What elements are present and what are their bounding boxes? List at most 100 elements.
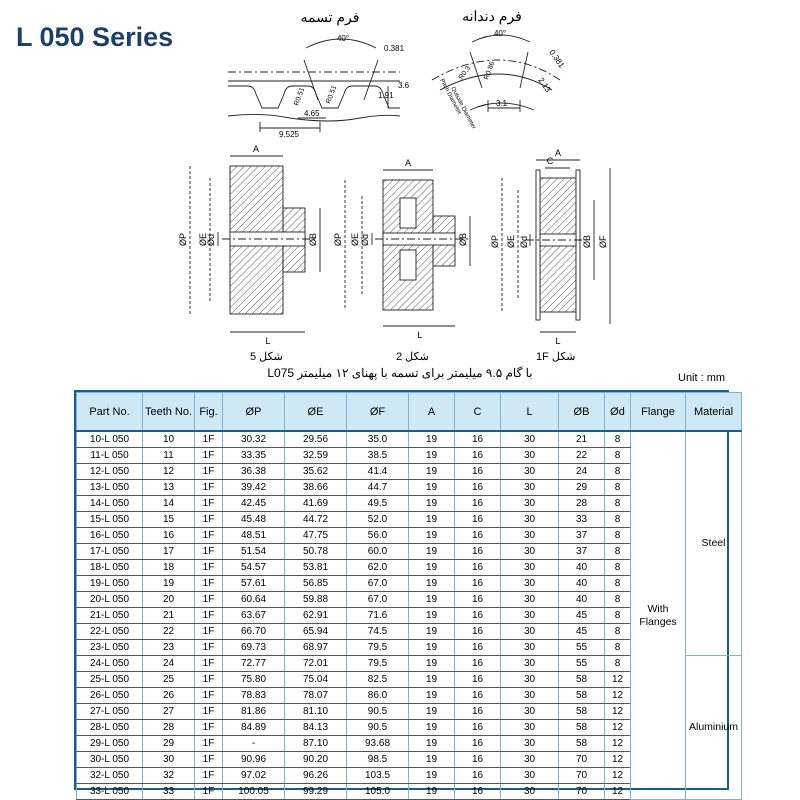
table-cell: 1F <box>194 687 223 704</box>
table-cell: 16 <box>454 463 501 480</box>
table-cell: 30 <box>500 591 559 608</box>
table-cell: 33-L 050 <box>76 783 143 800</box>
table-cell: 27 <box>142 703 195 720</box>
table-cell: 19 <box>408 719 455 736</box>
fig2-A-label: A <box>405 158 411 168</box>
table-cell: 20-L 050 <box>76 591 143 608</box>
table-cell: 17-L 050 <box>76 543 143 560</box>
table-cell: 87.10 <box>284 735 347 752</box>
fig5-E-label: ØE <box>198 233 208 246</box>
table-cell: 93.68 <box>346 735 409 752</box>
table-cell: 30 <box>500 639 559 656</box>
table-cell: 33 <box>558 511 605 528</box>
fig1f-B-label: ØB <box>582 235 592 248</box>
table-cell: 19 <box>408 447 455 464</box>
material-steel-cell: Steel <box>685 431 742 656</box>
table-cell: 90.5 <box>346 719 409 736</box>
table-cell: 1F <box>194 543 223 560</box>
table-cell: 49.5 <box>346 495 409 512</box>
table-cell: 42.45 <box>222 495 285 512</box>
tooth-213-label: 2.13 <box>536 76 553 94</box>
table-cell: 8 <box>604 447 631 464</box>
table-cell: 16 <box>454 671 501 688</box>
table-cell: 75.80 <box>222 671 285 688</box>
tooth-r03-label: R0.3 <box>458 65 472 81</box>
table-cell: 10 <box>142 431 195 448</box>
table-cell: 16-L 050 <box>76 527 143 544</box>
table-cell: 12 <box>604 719 631 736</box>
table-cell: 8 <box>604 543 631 560</box>
table-cell: 82.5 <box>346 671 409 688</box>
table-cell: 8 <box>604 527 631 544</box>
table-cell: 86.0 <box>346 687 409 704</box>
table-cell: 16 <box>454 431 501 448</box>
table-cell: 37 <box>558 527 605 544</box>
table-cell: 16 <box>454 607 501 624</box>
table-cell: 1F <box>194 495 223 512</box>
table-cell: 51.54 <box>222 543 285 560</box>
table-cell: 16 <box>454 575 501 592</box>
table-cell: 30 <box>500 511 559 528</box>
fig5-d-label: Ød <box>206 234 216 246</box>
table-cell: 81.10 <box>284 703 347 720</box>
page-title: L 050 Series <box>16 22 174 52</box>
tooth-form-diagram <box>431 34 561 112</box>
table-cell: 16 <box>454 783 501 800</box>
table-cell: 8 <box>604 463 631 480</box>
table-cell: 22-L 050 <box>76 623 143 640</box>
table-cell: 19 <box>408 511 455 528</box>
table-cell: 24 <box>558 463 605 480</box>
table-cell: 16 <box>454 527 501 544</box>
fig5-L-label: L <box>265 336 270 346</box>
table-cell: 16 <box>454 495 501 512</box>
fig2-E-label: ØE <box>350 233 360 246</box>
table-cell: 55 <box>558 639 605 656</box>
section-fig1f <box>501 159 611 333</box>
table-cell: 1F <box>194 735 223 752</box>
table-cell: - <box>222 735 285 752</box>
belt-9525-label: 9.525 <box>279 130 300 139</box>
table-cell: 44.72 <box>284 511 347 528</box>
table-cell: 21 <box>558 431 605 448</box>
pitch-caption: L075 با گام ۹.۵ میلیمتر برای تسمه با پهن… <box>267 366 533 380</box>
table-cell: 96.26 <box>284 767 347 784</box>
table-cell: 1F <box>194 655 223 672</box>
table-cell: 12 <box>604 671 631 688</box>
table-cell: 28-L 050 <box>76 719 143 736</box>
table-cell: 8 <box>604 479 631 496</box>
table-cell: 41.69 <box>284 495 347 512</box>
fig1f-caption: شکل 1F <box>536 351 576 363</box>
table-cell: 19 <box>408 607 455 624</box>
table-cell: 1F <box>194 447 223 464</box>
table-cell: 25-L 050 <box>76 671 143 688</box>
table-cell: 65.94 <box>284 623 347 640</box>
table-cell: 16 <box>454 767 501 784</box>
table-cell: 12 <box>604 735 631 752</box>
tooth-r086-label: R0.86 <box>483 61 496 81</box>
belt-angle-label: 40° <box>337 34 349 43</box>
table-cell: 11 <box>142 447 195 464</box>
table-cell: 37 <box>558 543 605 560</box>
belt-r051a-label: R0.51 <box>293 87 306 107</box>
table-cell: 13 <box>142 479 195 496</box>
table-cell: 30 <box>500 559 559 576</box>
table-cell: 1F <box>194 463 223 480</box>
table-cell: 62.91 <box>284 607 347 624</box>
table-cell: 58 <box>558 703 605 720</box>
column-header: ØF <box>346 392 409 432</box>
table-cell: 30 <box>500 431 559 448</box>
table-cell: 19 <box>408 495 455 512</box>
table-cell: 84.13 <box>284 719 347 736</box>
table-cell: 53.81 <box>284 559 347 576</box>
table-cell: 28 <box>558 495 605 512</box>
table-cell: 30 <box>500 623 559 640</box>
table-cell: 8 <box>604 655 631 672</box>
